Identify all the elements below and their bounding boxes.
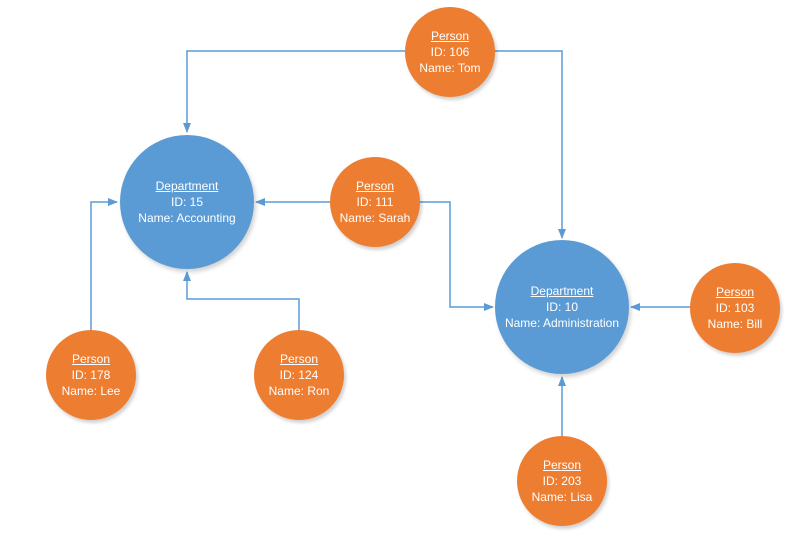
- node-name: Name: Accounting: [138, 211, 236, 225]
- node-name: Name: Ron: [268, 384, 330, 398]
- person-node-tom[interactable]: Person ID: 106 Name: Tom: [405, 7, 495, 97]
- node-id: ID: 15: [170, 195, 203, 209]
- person-node-ron[interactable]: Person ID: 124 Name: Ron: [254, 330, 344, 420]
- node-title: Department: [530, 284, 594, 298]
- edge-ron-accounting: [183, 271, 300, 330]
- node-title: Person: [71, 352, 111, 366]
- node-title: Person: [542, 458, 582, 472]
- department-node-administration[interactable]: Department ID: 10 Name: Administration: [495, 240, 629, 374]
- node-id: ID: 103: [715, 301, 755, 315]
- node-name: Name: Bill: [707, 317, 763, 331]
- node-title: Person: [279, 352, 319, 366]
- person-node-sarah[interactable]: Person ID: 111 Name: Sarah: [330, 157, 420, 247]
- node-id: ID: 124: [279, 368, 319, 382]
- node-id: ID: 203: [542, 474, 582, 488]
- node-name: Name: Administration: [504, 316, 620, 330]
- person-node-bill[interactable]: Person ID: 103 Name: Bill: [690, 263, 780, 353]
- department-node-accounting[interactable]: Department ID: 15 Name: Accounting: [120, 135, 254, 269]
- node-title: Person: [355, 179, 395, 193]
- node-name: Name: Lee: [61, 384, 121, 398]
- node-title: Department: [155, 179, 219, 193]
- node-id: ID: 111: [356, 195, 394, 209]
- node-id: ID: 178: [71, 368, 111, 382]
- edge-tom-administration: [495, 50, 566, 239]
- node-id: ID: 106: [430, 45, 470, 59]
- edge-tom-accounting: [183, 50, 405, 133]
- person-node-lee[interactable]: Person ID: 178 Name: Lee: [46, 330, 136, 420]
- node-name: Name: Tom: [419, 61, 481, 75]
- node-id: ID: 10: [545, 300, 578, 314]
- node-name: Name: Lisa: [531, 490, 593, 504]
- node-title: Person: [715, 285, 755, 299]
- edge-lee-accounting: [90, 198, 118, 330]
- node-name: Name: Sarah: [339, 211, 411, 225]
- person-node-lisa[interactable]: Person ID: 203 Name: Lisa: [517, 436, 607, 526]
- edge-sarah-administration: [420, 201, 494, 311]
- node-title: Person: [430, 29, 470, 43]
